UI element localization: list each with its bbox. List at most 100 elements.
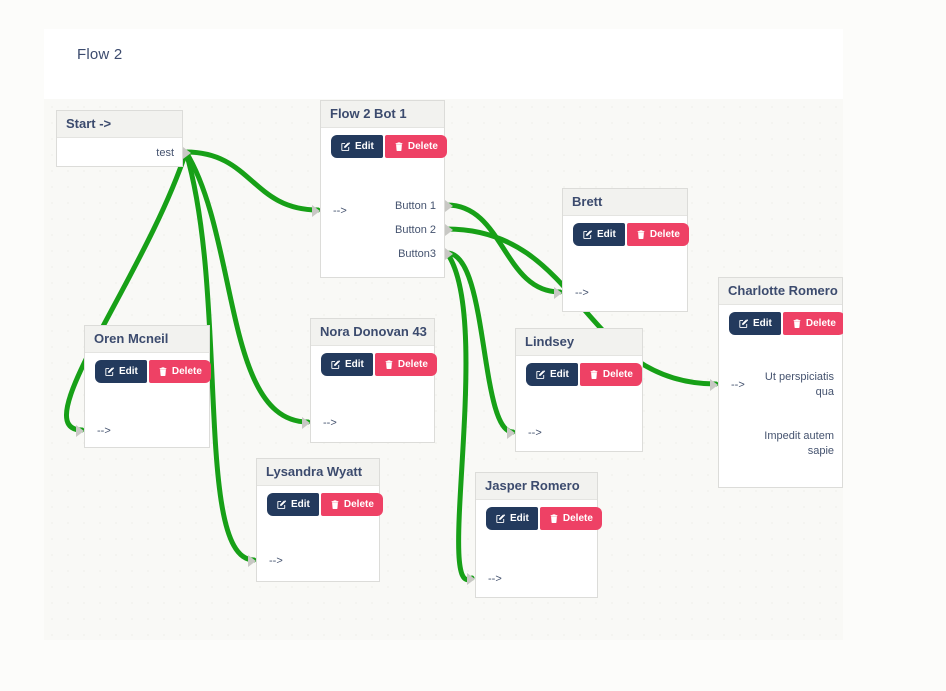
delete-button[interactable]: Delete [320,493,383,516]
node-flow-2-bot-1[interactable]: Flow 2 Bot 1 Edit Delete --> Button 1 Bu… [312,100,453,278]
delete-button-label: Delete [649,229,680,240]
pencil-square-icon [330,359,341,370]
node-lindsey[interactable]: Lindsey Edit Delete --> [507,328,643,452]
flow-header-card: Flow 2 [44,29,843,99]
delete-button-label: Delete [171,366,202,377]
delete-button-label: Delete [397,359,428,370]
output-connector[interactable] [445,200,453,212]
trash-icon [330,499,340,510]
connection-flow-2-bot-1-to-jasper-romero[interactable] [444,250,475,583]
node-actions: Edit Delete [573,223,689,246]
trash-icon [549,513,559,524]
pencil-square-icon [104,366,115,377]
node-title: Lindsey [516,329,642,356]
output-label: Ut perspiciatis qua [764,371,834,398]
output-connector[interactable] [445,248,453,260]
pencil-square-icon [276,499,287,510]
trash-icon [792,318,802,329]
connection-start-to-lysandra-wyatt[interactable] [183,149,257,563]
pencil-square-icon [340,141,351,152]
pencil-square-icon [738,318,749,329]
trash-icon [636,229,646,240]
edit-button-label: Edit [597,229,616,240]
input-label: --> [269,555,283,567]
input-connector[interactable] [76,425,84,437]
node-actions: Edit Delete [526,363,642,386]
pencil-square-icon [535,369,546,380]
connection-start-to-nora-donovan-43[interactable] [183,149,311,425]
node-brett[interactable]: Brett Edit Delete --> [554,188,689,312]
node-title: Brett [563,189,687,216]
edit-button[interactable]: Edit [526,363,578,386]
delete-button-label: Delete [805,318,836,329]
edit-button[interactable]: Edit [486,507,538,530]
connection-start-to-flow-2-bot-1[interactable] [183,149,321,213]
input-connector[interactable] [302,417,310,429]
node-nora-donovan-43[interactable]: Nora Donovan 43 Edit Delete --> [302,318,437,443]
edit-button[interactable]: Edit [321,353,373,376]
output-label: Button 2 [395,224,436,236]
input-label: --> [323,417,337,429]
input-connector[interactable] [248,555,256,567]
trash-icon [394,141,404,152]
node-title: Lysandra Wyatt [257,459,379,486]
node-title: Jasper Romero [476,473,597,500]
edit-button-label: Edit [510,513,529,524]
node-title: Charlotte Romero [719,278,842,305]
flow-canvas[interactable]: Start -> test Flow 2 Bot 1 Edit Delete --… [44,99,843,640]
input-label: --> [575,287,589,299]
node-title: Flow 2 Bot 1 [321,101,444,128]
input-connector[interactable] [554,287,562,299]
edit-button[interactable]: Edit [95,360,147,383]
edit-button[interactable]: Edit [331,135,383,158]
output-connector[interactable] [445,224,453,236]
node-title: Start -> [57,111,182,138]
delete-button[interactable]: Delete [539,507,602,530]
delete-button[interactable]: Delete [148,360,211,383]
output-label: test [156,147,174,159]
page-title: Flow 2 [77,46,123,63]
output-label: Button3 [398,248,436,260]
node-actions: Edit Delete [729,312,843,335]
node-actions: Edit Delete [486,507,602,530]
edit-button-label: Edit [355,141,374,152]
node-title: Nora Donovan 43 [311,319,434,346]
trash-icon [158,366,168,377]
node-actions: Edit Delete [331,135,447,158]
connection-flow-2-bot-1-to-brett[interactable] [444,202,563,295]
node-actions: Edit Delete [95,360,211,383]
input-label: --> [731,379,745,391]
node-jasper-romero[interactable]: Jasper Romero Edit Delete --> [467,472,602,598]
delete-button[interactable]: Delete [579,363,642,386]
edit-button[interactable]: Edit [729,312,781,335]
delete-button-label: Delete [407,141,438,152]
node-start[interactable]: Start -> test [56,110,191,167]
input-label: --> [528,427,542,439]
input-label: --> [488,573,502,585]
node-actions: Edit Delete [267,493,383,516]
delete-button[interactable]: Delete [782,312,843,335]
edit-button[interactable]: Edit [573,223,625,246]
edit-button-label: Edit [291,499,310,510]
node-actions: Edit Delete [321,353,437,376]
trash-icon [589,369,599,380]
node-oren-mcneil[interactable]: Oren Mcneil Edit Delete --> [76,325,211,448]
trash-icon [384,359,394,370]
input-connector[interactable] [312,205,320,217]
edit-button[interactable]: Edit [267,493,319,516]
connection-flow-2-bot-1-to-lindsey[interactable] [444,250,516,435]
edit-button-label: Edit [753,318,772,329]
delete-button[interactable]: Delete [374,353,437,376]
input-label: --> [333,205,347,217]
input-connector[interactable] [507,427,515,439]
input-connector[interactable] [710,379,718,391]
delete-button[interactable]: Delete [384,135,447,158]
edit-button-label: Edit [345,359,364,370]
node-lysandra-wyatt[interactable]: Lysandra Wyatt Edit Delete --> [248,458,383,582]
output-connector[interactable] [183,147,191,159]
node-title: Oren Mcneil [85,326,209,353]
delete-button[interactable]: Delete [626,223,689,246]
input-connector[interactable] [467,573,475,585]
delete-button-label: Delete [602,369,633,380]
node-charlotte-romero[interactable]: Charlotte Romero Edit Delete --> Ut pers… [710,277,843,488]
